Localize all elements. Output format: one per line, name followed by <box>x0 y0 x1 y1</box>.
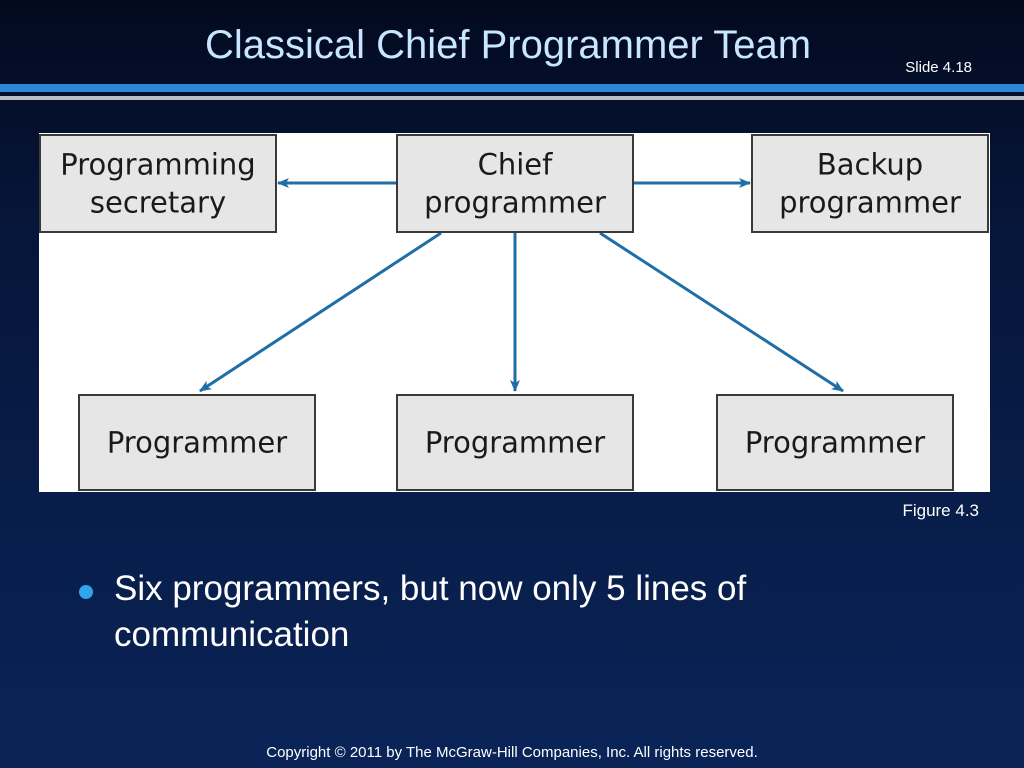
node-box <box>39 134 277 233</box>
arrow-chief-to-programmer-1 <box>199 231 442 393</box>
node-box <box>751 134 989 233</box>
node-programmer-2: Programmer <box>396 394 634 491</box>
connector-layer <box>199 178 844 393</box>
node-label: Programmer <box>425 426 605 460</box>
copyright-footer: Copyright © 2011 by The McGraw-Hill Comp… <box>266 744 758 761</box>
slide-number: Slide 4.18 <box>905 59 972 76</box>
node-box <box>396 394 634 491</box>
node-label: Backup <box>817 148 923 182</box>
node-box <box>716 394 954 491</box>
bullet-list: Six programmers, but now only 5 lines of… <box>72 566 872 658</box>
node-box <box>396 134 634 233</box>
node-label: programmer <box>779 186 961 220</box>
node-label: Programmer <box>745 426 925 460</box>
node-programmer-1: Programmer <box>78 394 316 491</box>
node-backup: Backup programmer <box>751 134 989 233</box>
header-rule-blue <box>0 84 1024 92</box>
node-label: Programmer <box>107 426 287 460</box>
bullet-dot-icon <box>79 585 93 599</box>
node-layer: ProgrammingsecretaryChiefprogrammerBacku… <box>39 134 989 491</box>
org-chart-svg: ProgrammingsecretaryChiefprogrammerBacku… <box>39 134 989 491</box>
header-rule-gray <box>0 96 1024 100</box>
node-label: Chief <box>478 148 554 182</box>
node-chief: Chief programmer <box>396 134 634 233</box>
node-programmer-3: Programmer <box>716 394 954 491</box>
node-label: programmer <box>424 186 606 220</box>
arrow-chief-to-programmer-3 <box>599 231 844 393</box>
bullet-text: Six programmers, but now only 5 lines of… <box>114 569 747 654</box>
bullet-item: Six programmers, but now only 5 lines of… <box>72 566 872 658</box>
node-label: Programming <box>60 148 255 182</box>
node-secretary: Programming secretary <box>39 134 277 233</box>
figure-caption: Figure 4.3 <box>902 501 979 520</box>
node-box <box>78 394 316 491</box>
slide-title: Classical Chief Programmer Team <box>204 23 812 67</box>
node-label: secretary <box>90 186 226 220</box>
